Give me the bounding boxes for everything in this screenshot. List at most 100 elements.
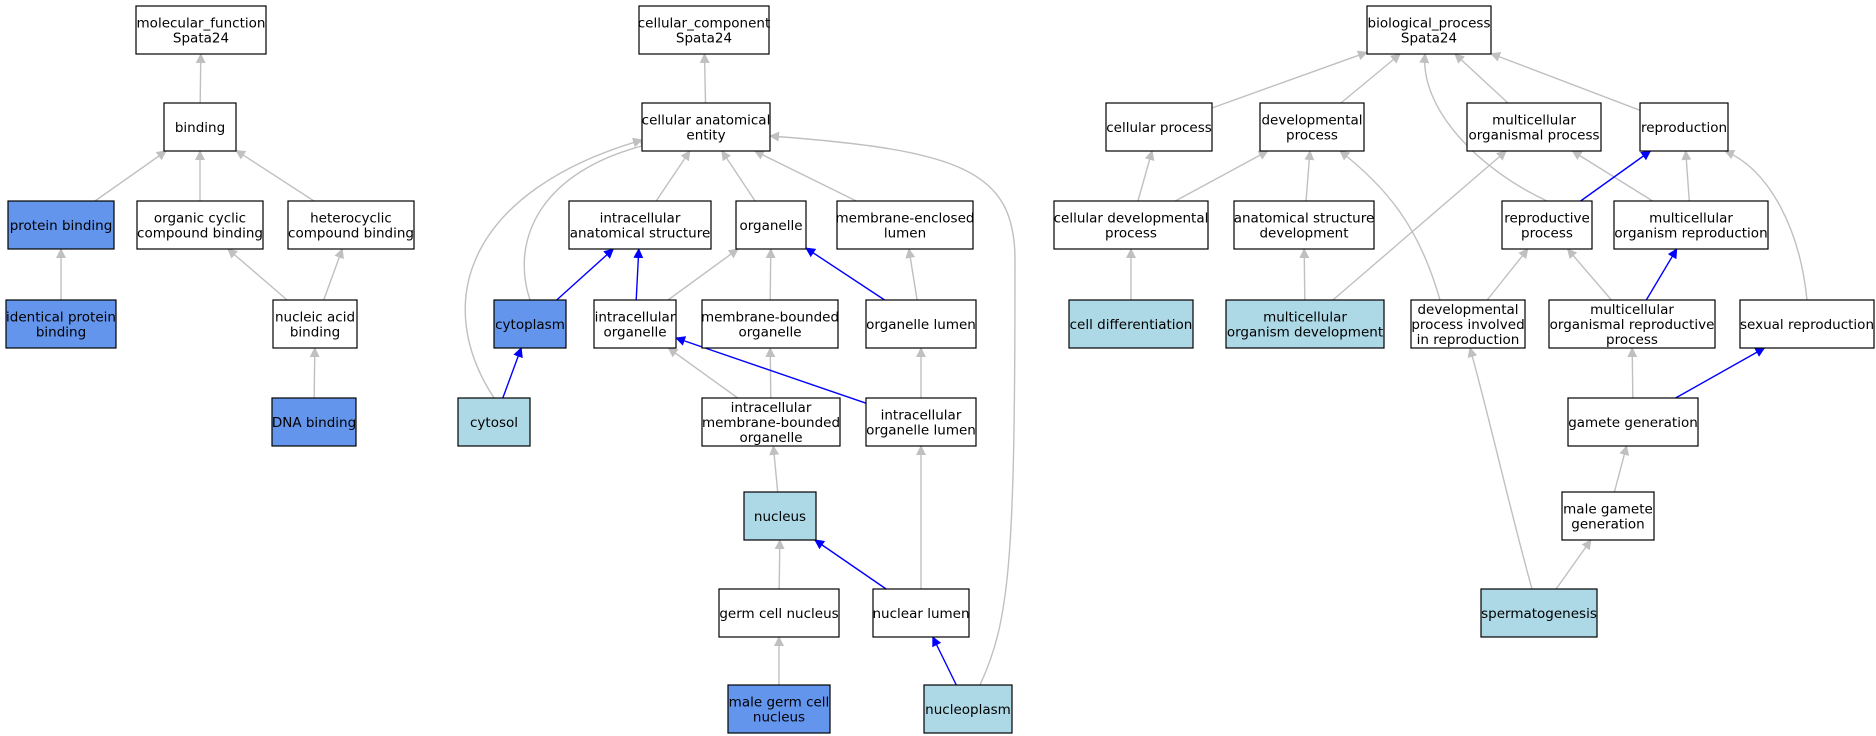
node-box [1466, 102, 1602, 152]
edge-dpir-to-dp [1339, 150, 1441, 301]
node-label-line: process [1286, 128, 1338, 144]
node-box [1259, 102, 1365, 152]
node-box [727, 684, 831, 734]
node-nl[interactable]: nuclear lumen [872, 588, 970, 638]
node-label-line: spermatogenesis [1481, 606, 1597, 622]
node-cytoplasm[interactable]: cytoplasm [493, 299, 567, 349]
node-organelle[interactable]: organelle [735, 200, 807, 250]
node-label-line: cellular developmental [1054, 211, 1209, 227]
node-dna-binding[interactable]: DNA binding [271, 397, 357, 447]
edge-cytoplasm-to-cae [523, 141, 651, 301]
edge-asd-to-dp [1304, 150, 1315, 202]
node-box [1105, 102, 1213, 152]
node-label-line: anatomical structure [570, 226, 711, 242]
node-box [163, 102, 237, 152]
node-label-line: organism development [1227, 325, 1383, 341]
node-label-line: intracellular [600, 211, 681, 227]
node-label-line: organismal reproductive [1550, 317, 1715, 333]
edge-heterocyclic-to-binding [235, 149, 315, 202]
node-sr[interactable]: sexual reproduction [1739, 299, 1875, 349]
node-label-line: organelle lumen [866, 317, 976, 333]
edge-mor-to-repro [1681, 150, 1692, 202]
node-label-line: gamete generation [1568, 415, 1698, 431]
node-box [1366, 5, 1492, 55]
node-box [865, 397, 977, 447]
edge-sr-to-repro [1724, 149, 1808, 301]
node-binding[interactable]: binding [163, 102, 237, 152]
edge-rp-to-repro [1580, 150, 1652, 202]
node-repro[interactable]: reproduction [1639, 102, 1729, 152]
node-label-line: molecular_function [137, 16, 266, 32]
edge-gg-to-sr [1675, 347, 1766, 399]
node-label-line: process involved [1411, 317, 1524, 333]
node-cd[interactable]: cell differentiation [1068, 299, 1194, 349]
edge-nucleus-to-imbo [769, 445, 780, 493]
node-box [136, 200, 264, 250]
node-gcn[interactable]: germ cell nucleus [718, 588, 840, 638]
node-box [1639, 102, 1729, 152]
node-cp[interactable]: cellular process [1105, 102, 1213, 152]
node-label-line: in reproduction [1417, 332, 1520, 348]
edge-nucleoplasm-to-cae [769, 131, 1016, 686]
node-nucleoplasm[interactable]: nucleoplasm [923, 684, 1013, 734]
node-gg[interactable]: gamete generation [1567, 397, 1699, 447]
node-box [1068, 299, 1194, 349]
edge-rp-to-bp_root [1419, 53, 1548, 202]
node-box [641, 102, 771, 152]
node-box [836, 200, 974, 250]
node-box [1225, 299, 1385, 349]
node-label-line: sexual reproduction [1740, 317, 1874, 333]
node-label-line: organelle [739, 218, 802, 234]
edge-sperm-to-mgg [1555, 539, 1592, 590]
node-box [865, 299, 977, 349]
edge-organelle-to-cae [721, 150, 756, 202]
node-protein-binding[interactable]: protein binding [7, 200, 115, 250]
node-label-line: nucleoplasm [925, 702, 1011, 718]
node-box [718, 588, 840, 638]
node-box [568, 200, 712, 250]
node-label-line: membrane-bounded [702, 415, 840, 431]
edge-mor-to-mop [1571, 150, 1653, 202]
edge-ol-to-mel [905, 248, 918, 301]
node-ol[interactable]: organelle lumen [865, 299, 977, 349]
node-box [1561, 491, 1655, 541]
node-sperm[interactable]: spermatogenesis [1480, 588, 1598, 638]
node-label-line: protein binding [10, 218, 113, 234]
node-cytosol[interactable]: cytosol [457, 397, 531, 447]
node-nucleus[interactable]: nucleus [743, 491, 817, 541]
node-box [287, 200, 415, 250]
node-label-line: process [1521, 226, 1573, 242]
node-label-line: lumen [884, 226, 926, 242]
node-box [1567, 397, 1699, 447]
node-label-line: developmental [1261, 113, 1362, 129]
edge-dp-to-bp_root [1340, 53, 1401, 104]
node-label-line: cytoplasm [495, 317, 565, 333]
